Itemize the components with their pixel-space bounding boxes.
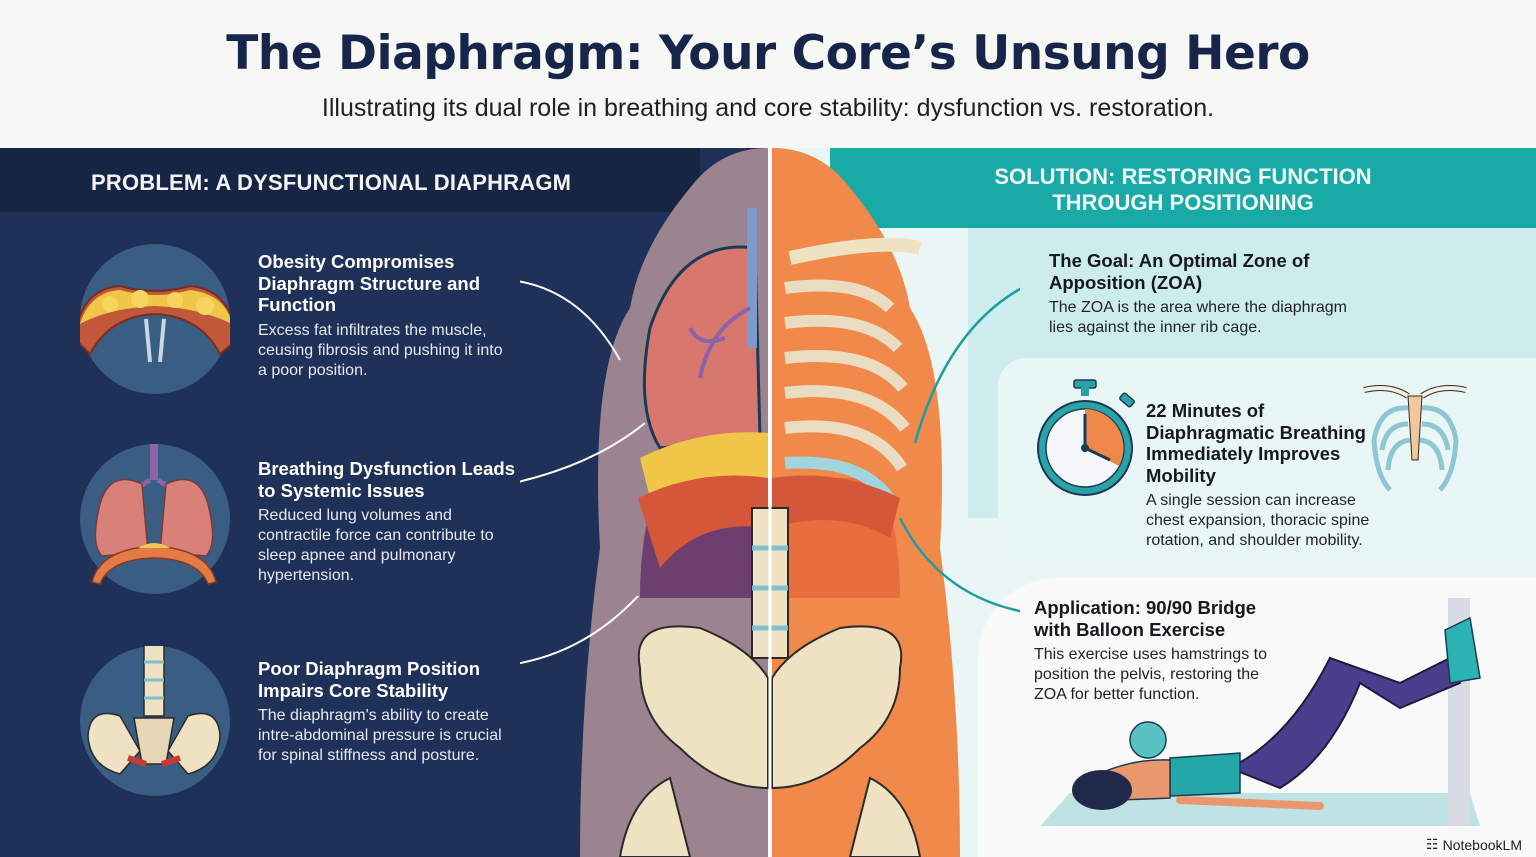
notebooklm-watermark: ☷ NotebookLM bbox=[1426, 836, 1522, 853]
stopwatch-icon bbox=[1032, 376, 1142, 501]
solution-item-body: A single session can increase chest expa… bbox=[1146, 492, 1370, 549]
torso-anatomy-illustration bbox=[499, 148, 1039, 857]
problem-item-title: Breathing Dysfunction Leads to Systemic … bbox=[258, 458, 515, 501]
problem-item-title: Poor Diaphragm Position Impairs Core Sta… bbox=[258, 658, 481, 701]
solution-panel: SOLUTION: RESTORING FUNCTION THROUGH POS… bbox=[768, 148, 1536, 857]
problem-heading: PROBLEM: A DYSFUNCTIONAL DIAPHRAGM bbox=[0, 148, 700, 212]
bridge-balloon-exercise-illustration bbox=[1030, 588, 1530, 838]
spine-pelvis-icon bbox=[80, 643, 230, 796]
solution-item-breathing: 22 Minutes of Diaphragmatic Breathing Im… bbox=[1146, 400, 1376, 551]
notebooklm-logo-icon: ☷ bbox=[1426, 836, 1439, 852]
solution-item-title: 22 Minutes of Diaphragmatic Breathing Im… bbox=[1146, 400, 1366, 486]
problem-item-body: The diaphragm's ability to create intre-… bbox=[258, 707, 502, 764]
solution-item-title: Application: 90/90 Bridge with Balloon E… bbox=[1034, 597, 1257, 640]
solution-heading: SOLUTION: RESTORING FUNCTION THROUGH POS… bbox=[830, 148, 1536, 228]
lungs-diaphragm-icon bbox=[80, 440, 230, 594]
problem-item-body: Excess fat infiltrates the muscle, ceusi… bbox=[258, 321, 503, 379]
fatty-diaphragm-icon bbox=[73, 244, 240, 394]
solution-item-exercise: Application: 90/90 Bridge with Balloon E… bbox=[1034, 597, 1284, 705]
page-title: The Diaphragm: Your Core’s Unsung Hero bbox=[226, 26, 1310, 81]
solution-item-body: The ZOA is the area where the diaphragm … bbox=[1049, 299, 1347, 336]
page-header: The Diaphragm: Your Core’s Unsung Hero I… bbox=[0, 0, 1536, 148]
solution-item-title: The Goal: An Optimal Zone of Apposition … bbox=[1049, 250, 1310, 293]
problem-item-obesity: Obesity Compromises Diaphragm Structure … bbox=[258, 251, 508, 381]
rib-cage-icon bbox=[1360, 380, 1470, 500]
solution-item-body: This exercise uses hamstrings to positio… bbox=[1034, 646, 1267, 703]
problem-item-title: Obesity Compromises Diaphragm Structure … bbox=[258, 251, 481, 315]
solution-item-zoa: The Goal: An Optimal Zone of Apposition … bbox=[1049, 250, 1369, 338]
page-subtitle: Illustrating its dual role in breathing … bbox=[321, 94, 1215, 122]
problem-item-breathing: Breathing Dysfunction Leads to Systemic … bbox=[258, 458, 518, 586]
problem-item-core-stability: Poor Diaphragm Position Impairs Core Sta… bbox=[258, 658, 518, 766]
problem-item-body: Reduced lung volumes and contractile for… bbox=[258, 507, 494, 584]
